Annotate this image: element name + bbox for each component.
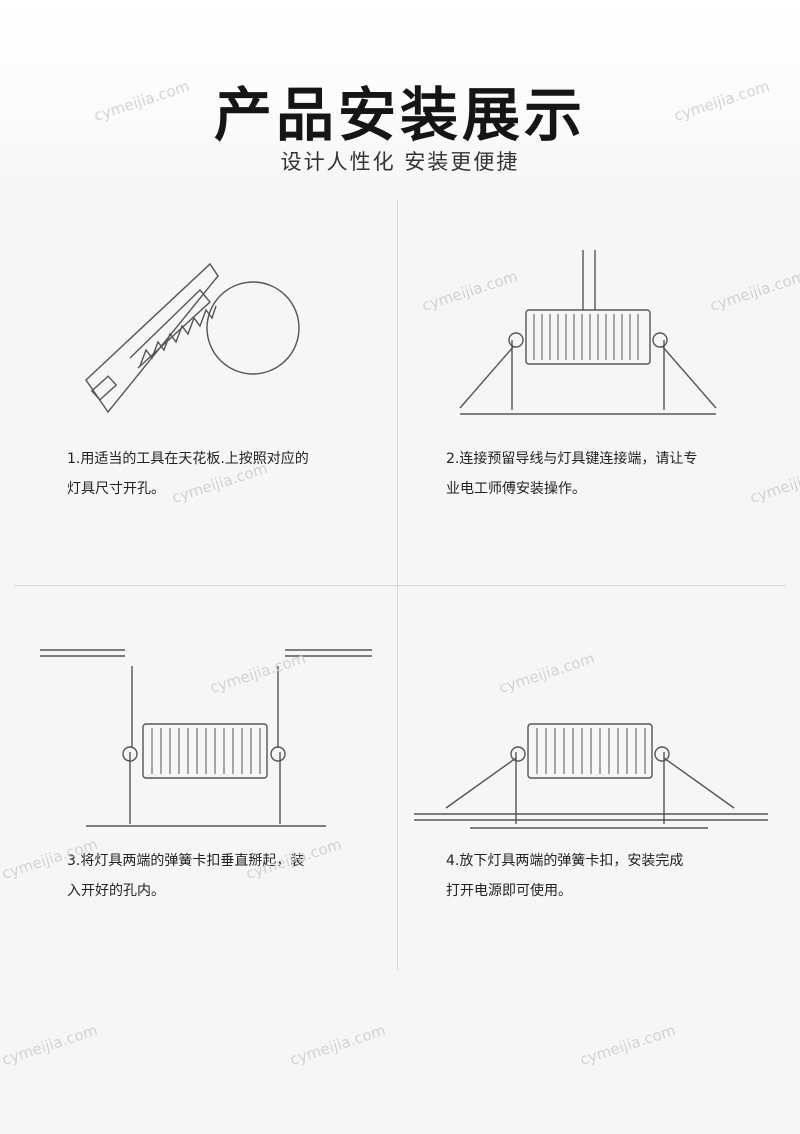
step-3-panel: 3.将灯具两端的弹簧卡扣垂直掰起，装 入开好的孔内。 (0, 586, 397, 970)
step-1-panel: 1.用适当的工具在天花板.上按照对应的 灯具尺寸开孔。 (0, 200, 397, 585)
step-4-caption: 4.放下灯具两端的弹簧卡扣，安装完成 打开电源即可使用。 (446, 846, 796, 906)
step-3-line-1: 3.将灯具两端的弹簧卡扣垂直掰起，装 (67, 853, 305, 869)
step-4-panel: 4.放下灯具两端的弹簧卡扣，安装完成 打开电源即可使用。 (398, 586, 800, 970)
step-3-line-2: 入开好的孔内。 (67, 883, 165, 899)
saw-and-hole-illustration (85, 262, 300, 414)
light-installed-illustration (414, 723, 768, 829)
header-area: 产品安装展示 设计人性化 安装更便捷 (0, 0, 800, 190)
watermark-text: cymeijia.com (0, 1021, 100, 1069)
spring-clip-left (445, 757, 517, 809)
page-title: 产品安装展示 (213, 81, 586, 149)
step-1-line-1: 1.用适当的工具在天花板.上按照对应的 (67, 451, 309, 467)
step-2-line-2: 业电工师傅安装操作。 (446, 481, 586, 497)
heatsink-body (525, 309, 651, 365)
light-springs-up-illustration (40, 649, 372, 827)
step-2-panel: 2.连接预留导线与灯具键连接端，请让专 业电工师傅安装操作。 (398, 200, 800, 585)
step-1-line-2: 灯具尺寸开孔。 (67, 481, 165, 497)
horizontal-divider (14, 585, 786, 586)
step-4-line-1: 4.放下灯具两端的弹簧卡扣，安装完成 (446, 853, 684, 869)
step-4-line-2: 打开电源即可使用。 (446, 883, 572, 899)
heatsink-body (527, 723, 653, 779)
saw-icon (85, 262, 219, 414)
ceiling-hole-icon (206, 281, 300, 375)
page-subtitle: 设计人性化 安装更便捷 (280, 150, 520, 174)
light-with-wire-illustration (459, 250, 717, 415)
step-3-caption: 3.将灯具两端的弹簧卡扣垂直掰起，装 入开好的孔内。 (67, 846, 367, 906)
step-1-caption: 1.用适当的工具在天花板.上按照对应的 灯具尺寸开孔。 (67, 444, 367, 504)
step-2-caption: 2.连接预留导线与灯具键连接端，请让专 业电工师傅安装操作。 (446, 444, 796, 504)
heatsink-body (142, 723, 268, 779)
spring-clip-right (663, 757, 735, 809)
step-2-line-1: 2.连接预留导线与灯具键连接端，请让专 (446, 451, 698, 467)
watermark-text: cymeijia.com (577, 1021, 678, 1069)
watermark-text: cymeijia.com (287, 1021, 388, 1069)
